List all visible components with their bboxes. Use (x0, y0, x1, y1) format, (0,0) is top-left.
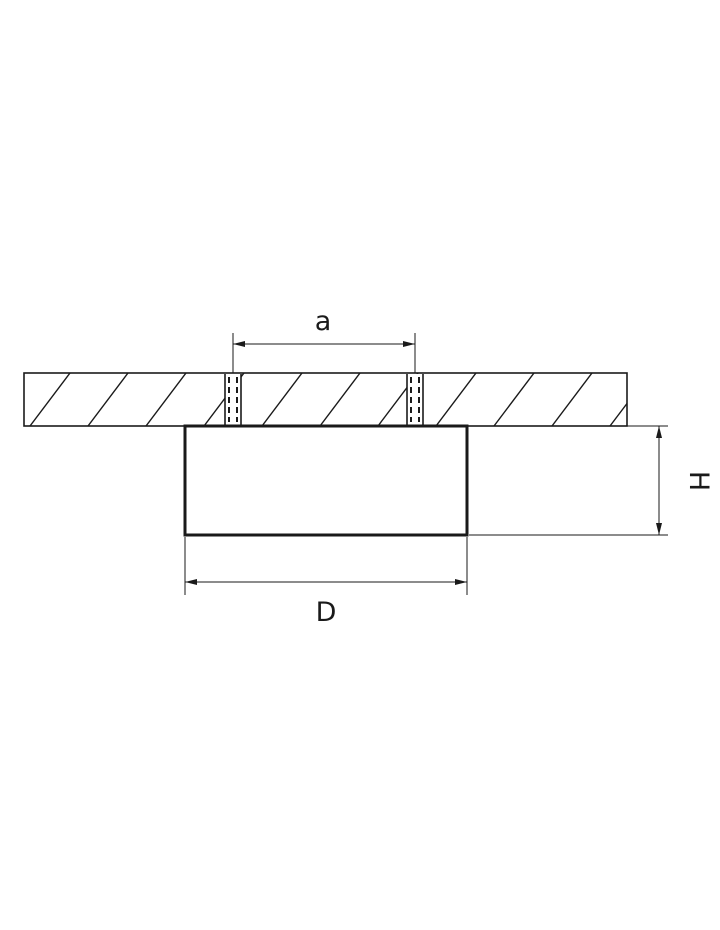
arrow-d-right (455, 579, 467, 585)
luminaire-body (183, 424, 469, 537)
arrow-h-bottom (656, 523, 662, 535)
arrow-a-left (233, 341, 245, 347)
dimension-d (184, 537, 468, 595)
ceiling-slab (23, 372, 628, 427)
mounting-hole-left (224, 374, 242, 425)
arrow-a-right (403, 341, 415, 347)
slab-hatching (29, 373, 627, 426)
mounting-hole-right (406, 374, 424, 425)
label-a: a (315, 306, 332, 337)
dimension-h (469, 425, 668, 536)
dimension-a (232, 333, 416, 373)
arrow-d-left (185, 579, 197, 585)
label-d: D (316, 597, 337, 628)
arrow-h-top (656, 426, 662, 438)
label-h: H (683, 471, 714, 491)
